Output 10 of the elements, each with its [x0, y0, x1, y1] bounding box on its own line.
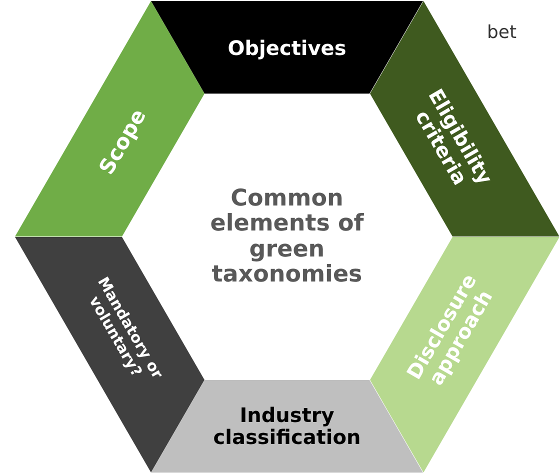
hexagon-segment	[151, 380, 423, 473]
hexagon-segment	[15, 1, 204, 237]
center-title: Common elements of green taxonomies	[209, 186, 365, 288]
hexagon-segment	[151, 1, 423, 94]
note-text: bet	[487, 22, 517, 43]
segment-label: Objectives	[226, 36, 348, 59]
segment-label: Industry classification	[212, 404, 362, 448]
hexagon-segment	[370, 237, 559, 473]
hexagon-segment	[15, 237, 204, 473]
hexagon-segment	[370, 1, 559, 237]
